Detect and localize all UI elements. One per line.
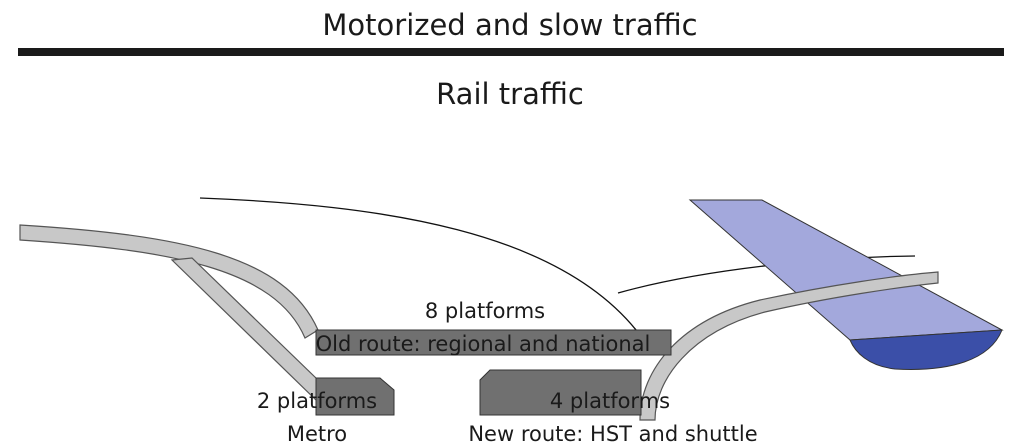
rail-track-right-curve	[639, 271, 939, 421]
old-route-label: Old route: regional and national	[316, 332, 651, 356]
platform-count-main: 8 platforms	[425, 299, 545, 323]
level-divider	[18, 48, 1004, 56]
motorized-traffic-label: Motorized and slow traffic	[322, 8, 697, 42]
overhead-line-left	[199, 197, 641, 336]
platform-count-metro: 2 platforms	[257, 389, 377, 413]
rail-track-left-curve	[19, 224, 319, 339]
platform-count-new: 4 platforms	[550, 389, 670, 413]
platform-block-new-route	[479, 369, 642, 416]
platform-block-old-route	[315, 329, 672, 356]
canal-section	[849, 329, 1003, 370]
platform-block-metro	[315, 377, 395, 416]
new-route-label: New route: HST and shuttle	[468, 422, 757, 446]
rail-traffic-label: Rail traffic	[436, 77, 584, 111]
metro-label: Metro	[287, 422, 347, 446]
overhead-line-right	[617, 255, 916, 294]
